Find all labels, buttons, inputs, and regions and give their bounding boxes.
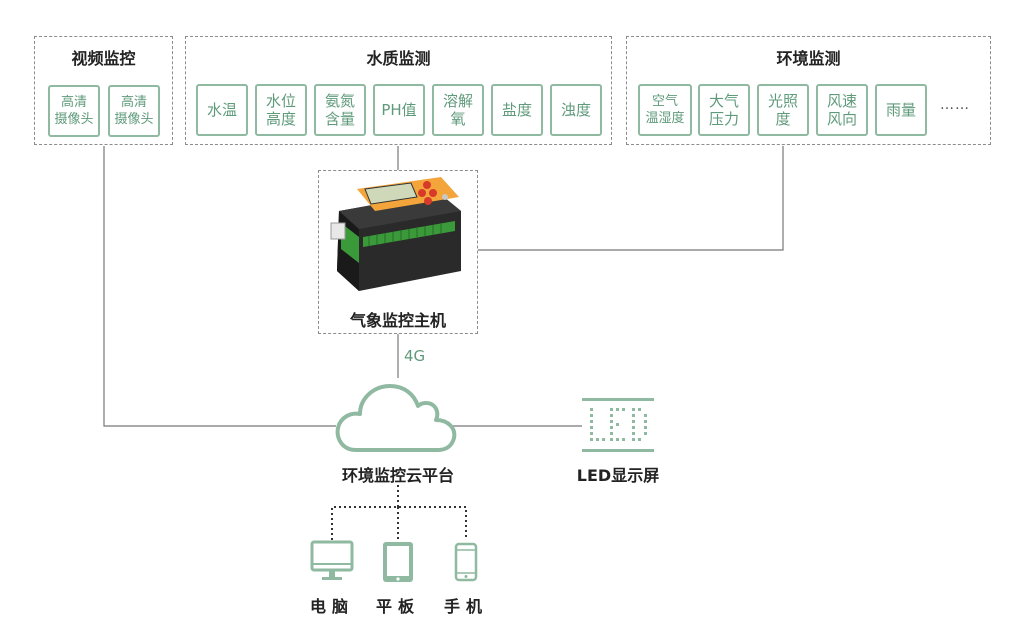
sensor-ph: PH值 [373,84,425,136]
cloud-icon [335,384,457,452]
env-group-title: 环境监测 [776,49,841,68]
monitor-icon [310,540,354,580]
video-to-cloud-line [103,146,336,427]
water-group-title: 水质监测 [366,49,431,68]
led-label: LED显示屏 [576,466,660,485]
sensor-ammonia: 氨氮 含量 [314,84,366,136]
sensor-turbidity: 浊度 [550,84,602,136]
video-group-title: 视频监控 [71,49,136,68]
sensor-salinity: 盐度 [491,84,543,136]
host-label: 气象监控主机 [349,311,446,330]
water-quality-group: 水质监测 水温 水位 高度 氨氮 含量 PH值 溶解 氧 盐度 浊度 [185,36,612,145]
cloud-label: 环境监控云平台 [341,466,454,485]
sensor-wind: 风速 风向 [816,84,868,136]
sensor-dissolved-oxygen: 溶解 氧 [432,84,484,136]
4g-label: 4G [404,347,426,365]
sensor-hd-camera-1: 高清 摄像头 [48,85,100,137]
sensor-water-level: 水位 高度 [255,84,307,136]
env-to-host-line [478,146,784,251]
phone-icon [454,542,478,582]
sensor-water-temp: 水温 [196,84,248,136]
device-label-computer: 电脑 [309,597,354,616]
device-label-phone: 手机 [443,597,488,616]
host-group: 气象监控主机 [318,170,478,334]
sensor-hd-camera-2: 高清 摄像头 [108,85,160,137]
sensor-rainfall: 雨量 [875,84,927,136]
sensor-air-pressure: 大气 压力 [698,84,750,136]
environment-monitoring-group: 环境监测 空气 温湿度 大气 压力 光照 度 风速 风向 雨量 …… [626,36,991,145]
tablet-icon [383,542,413,582]
device-label-tablet: 平板 [375,597,420,616]
led-display-icon [582,398,654,452]
host-device-image [330,177,461,291]
video-monitoring-group: 视频监控 高清 摄像头 高清 摄像头 [34,36,173,145]
more-sensors-ellipsis: …… [940,97,970,113]
sensor-air-temp-humidity: 空气 温湿度 [638,84,692,136]
sensor-illuminance: 光照 度 [757,84,809,136]
